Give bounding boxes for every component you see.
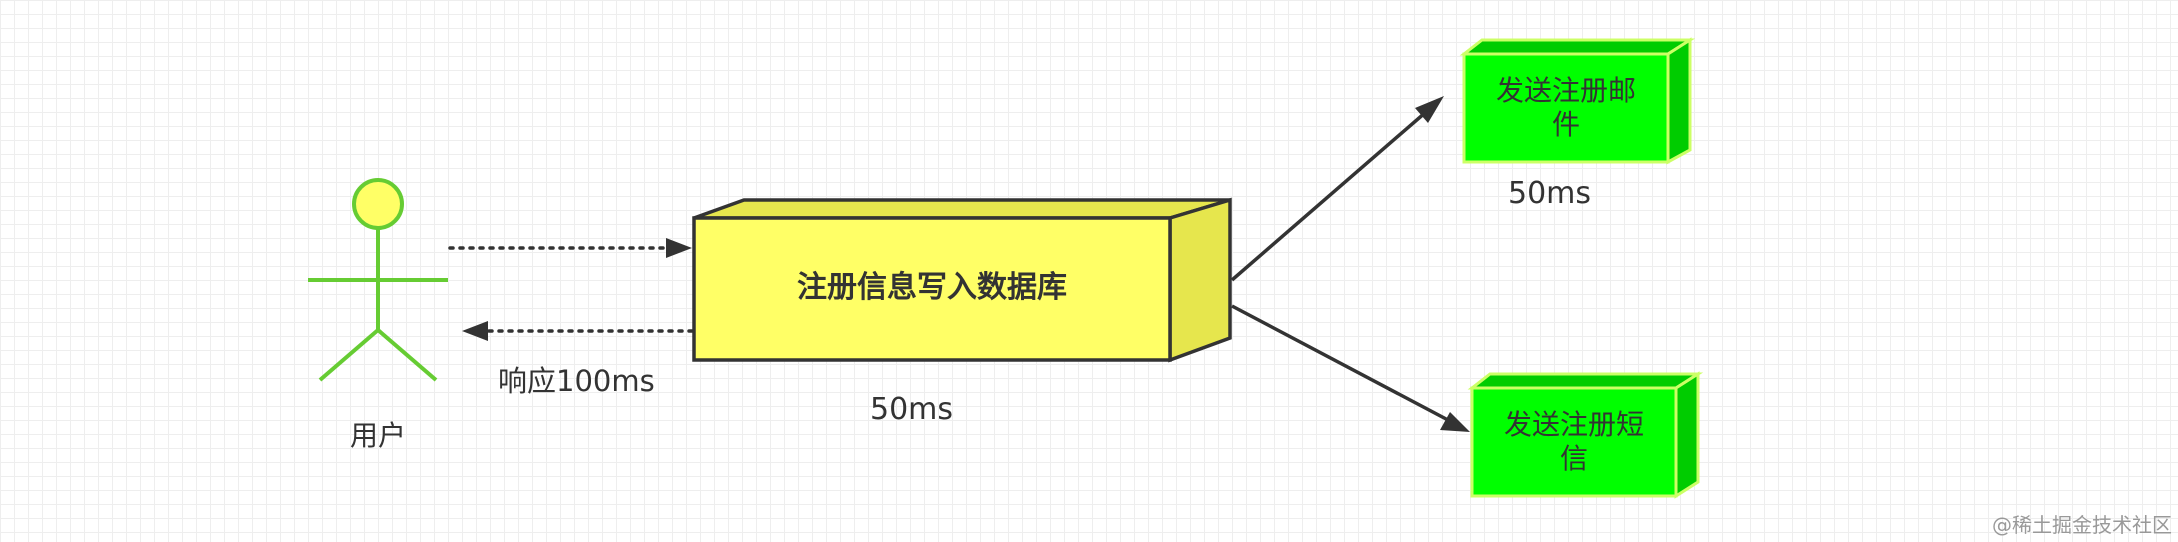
response-label: 响应100ms <box>498 364 655 398</box>
email-box-top <box>1459 38 1696 56</box>
email-box-side <box>1666 37 1692 165</box>
actor-left-leg <box>318 328 380 382</box>
request-arrow <box>448 238 692 258</box>
sms-arrow <box>1231 304 1470 432</box>
email-task-title-line2: 件 <box>1551 108 1580 141</box>
actor-right-leg <box>376 328 438 382</box>
email-box-front <box>1462 52 1670 164</box>
watermark: @稀土掘金技术社区 <box>1992 513 2172 537</box>
user-actor-icon <box>308 178 448 382</box>
sms-task-title-line1: 发送注册短 <box>1503 408 1644 441</box>
sms-task-box <box>1467 371 1704 499</box>
email-task-title: 发送注册邮 件 <box>1464 54 1668 162</box>
actor-label: 用户 <box>350 419 407 452</box>
email-arrow <box>1230 96 1444 282</box>
email-task-time: 50ms <box>1508 176 1592 211</box>
main-process-time: 50ms <box>870 392 954 427</box>
sms-box-top <box>1467 372 1704 390</box>
sms-task-title-line2: 信 <box>1559 442 1588 475</box>
main-box-side <box>1168 197 1232 363</box>
email-task-box <box>1459 37 1696 165</box>
actor-head <box>352 178 404 230</box>
main-box-front <box>692 216 1172 362</box>
sms-box-side <box>1674 371 1700 499</box>
email-task-title-line1: 发送注册邮 <box>1495 74 1636 107</box>
sms-box-front <box>1470 386 1678 498</box>
main-process-box <box>692 197 1232 363</box>
main-process-title: 注册信息写入数据库 <box>797 270 1067 305</box>
response-arrow <box>462 321 694 341</box>
sms-task-title: 发送注册短 信 <box>1472 388 1676 496</box>
